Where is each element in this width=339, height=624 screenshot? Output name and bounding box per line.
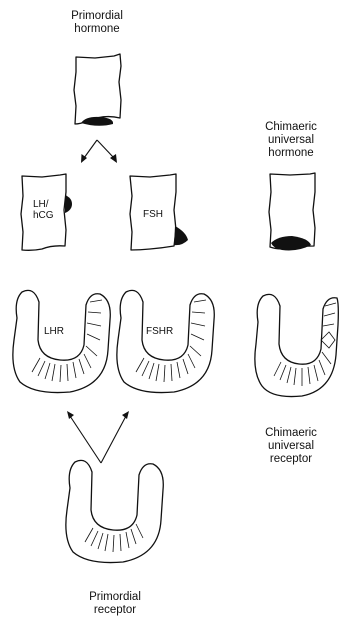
chimaeric-hormone-shape [269,173,315,250]
lhr-receptor-shape [13,290,110,392]
chimaeric-receptor-shape [255,294,338,396]
primordial-receptor-shape [66,460,163,562]
primordial-hormone-label: Primordial hormone [60,10,134,36]
arrows-receptor-divergence [67,411,129,463]
fshr-label: FSHR [146,326,173,337]
primordial-hormone-shape [74,54,121,126]
chimaeric-hormone-label: Chimaeric universal hormone [254,121,328,160]
lh-hcg-label: LH/ hCG [33,199,54,221]
primordial-receptor-label: Primordial receptor [78,591,152,617]
arrows-hormone-divergence [81,140,117,163]
lhr-label: LHR [44,326,64,337]
fsh-label: FSH [143,209,163,220]
chimaeric-receptor-label: Chimaeric universal receptor [254,427,328,466]
fshr-receptor-shape [117,290,214,392]
